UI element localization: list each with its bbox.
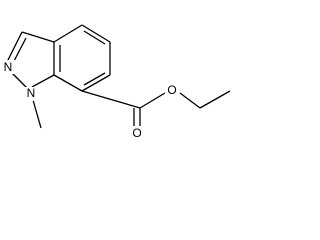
bond-carbonyl-o-ester [139,92,166,109]
bond-c7-c7a [53,74,83,92]
bond-c6-c7-inner [83,72,106,86]
structure-canvas: N N O O [0,0,234,151]
ethyl-ester-group [81,90,231,129]
bond-c4-c5-inner [83,30,106,45]
bond-o-ch2 [179,92,201,109]
bond-n1-c7a [31,74,55,88]
n2-mask [1,60,15,74]
ester-o-mask [165,84,179,98]
bond-n1-methyl [32,99,42,129]
atom-n1-label: N [27,86,36,100]
bond-c3-n2-inner [12,37,27,64]
n1-mask [24,87,38,101]
bond-c3a-c4 [53,24,83,43]
carbonyl-o-mask [130,126,144,140]
bond-c3-n2 [6,31,23,63]
bond-c7-carbonyl [81,90,141,109]
bond-c4-c5 [81,24,111,43]
atom-n2-label: N [4,60,13,74]
bond-c6-c7 [81,74,111,92]
molecule-diagram: N N O O [1,24,231,140]
benzene-ring [53,24,111,92]
bond-ch2-ch3 [199,90,231,109]
atom-ester-oxygen-label: O [167,83,176,97]
atom-labels: N N O O [1,60,179,140]
atom-carbonyl-oxygen-label: O [132,126,141,140]
bond-c3a-c3 [21,31,55,43]
